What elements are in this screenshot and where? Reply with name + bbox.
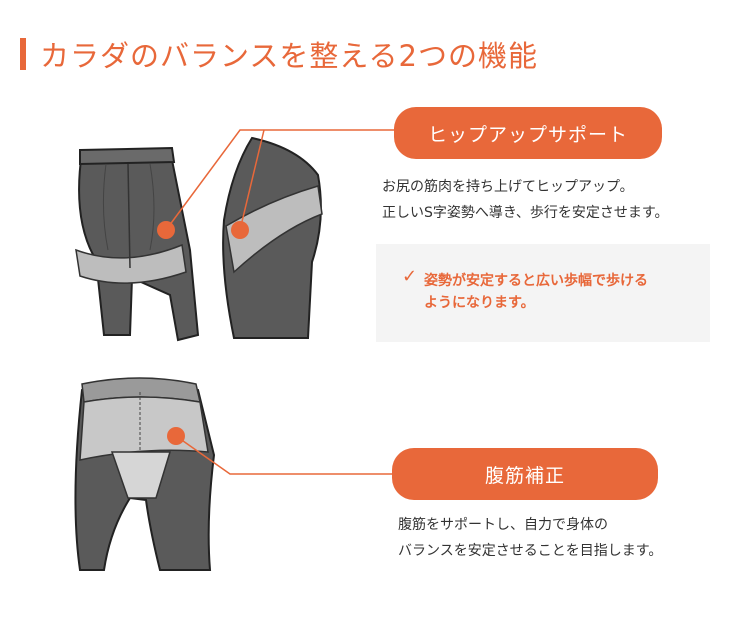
desc-line: お尻の筋肉を持ち上げてヒップアップ。 [382, 179, 634, 195]
desc-line: 腹筋をサポートし、自力で身体の [398, 517, 608, 533]
callout-line-abdomen [175, 435, 396, 475]
page-title: カラダのバランスを整える2つの機能 [40, 39, 539, 73]
feature-desc-hip-support: お尻の筋肉を持ち上げてヒップアップ。 正しいS字姿勢へ導き、歩行を安定させます。 [382, 174, 669, 226]
desc-line: バランスを安定させることを目指します。 [398, 543, 663, 559]
callout-line-hip-side [239, 129, 265, 231]
callout-line-hip-back [165, 129, 398, 231]
garment-side-view [222, 136, 323, 339]
note-line: 姿勢が安定すると広い歩幅で歩ける [424, 273, 648, 289]
garment-back-view [75, 146, 200, 342]
feature-note: 姿勢が安定すると広い歩幅で歩ける ようになります。 [424, 270, 648, 314]
check-icon: ✓ [402, 266, 418, 287]
feature-label-hip-support: ヒップアップサポート [394, 107, 662, 159]
note-line: ようになります。 [424, 295, 535, 311]
feature-desc-abdominal: 腹筋をサポートし、自力で身体の バランスを安定させることを目指します。 [398, 512, 662, 564]
garment-front-view [74, 377, 216, 571]
title-accent-bar [20, 38, 26, 70]
feature-label-abdominal: 腹筋補正 [392, 448, 658, 500]
note-box [376, 244, 710, 342]
desc-line: 正しいS字姿勢へ導き、歩行を安定させます。 [382, 205, 669, 221]
